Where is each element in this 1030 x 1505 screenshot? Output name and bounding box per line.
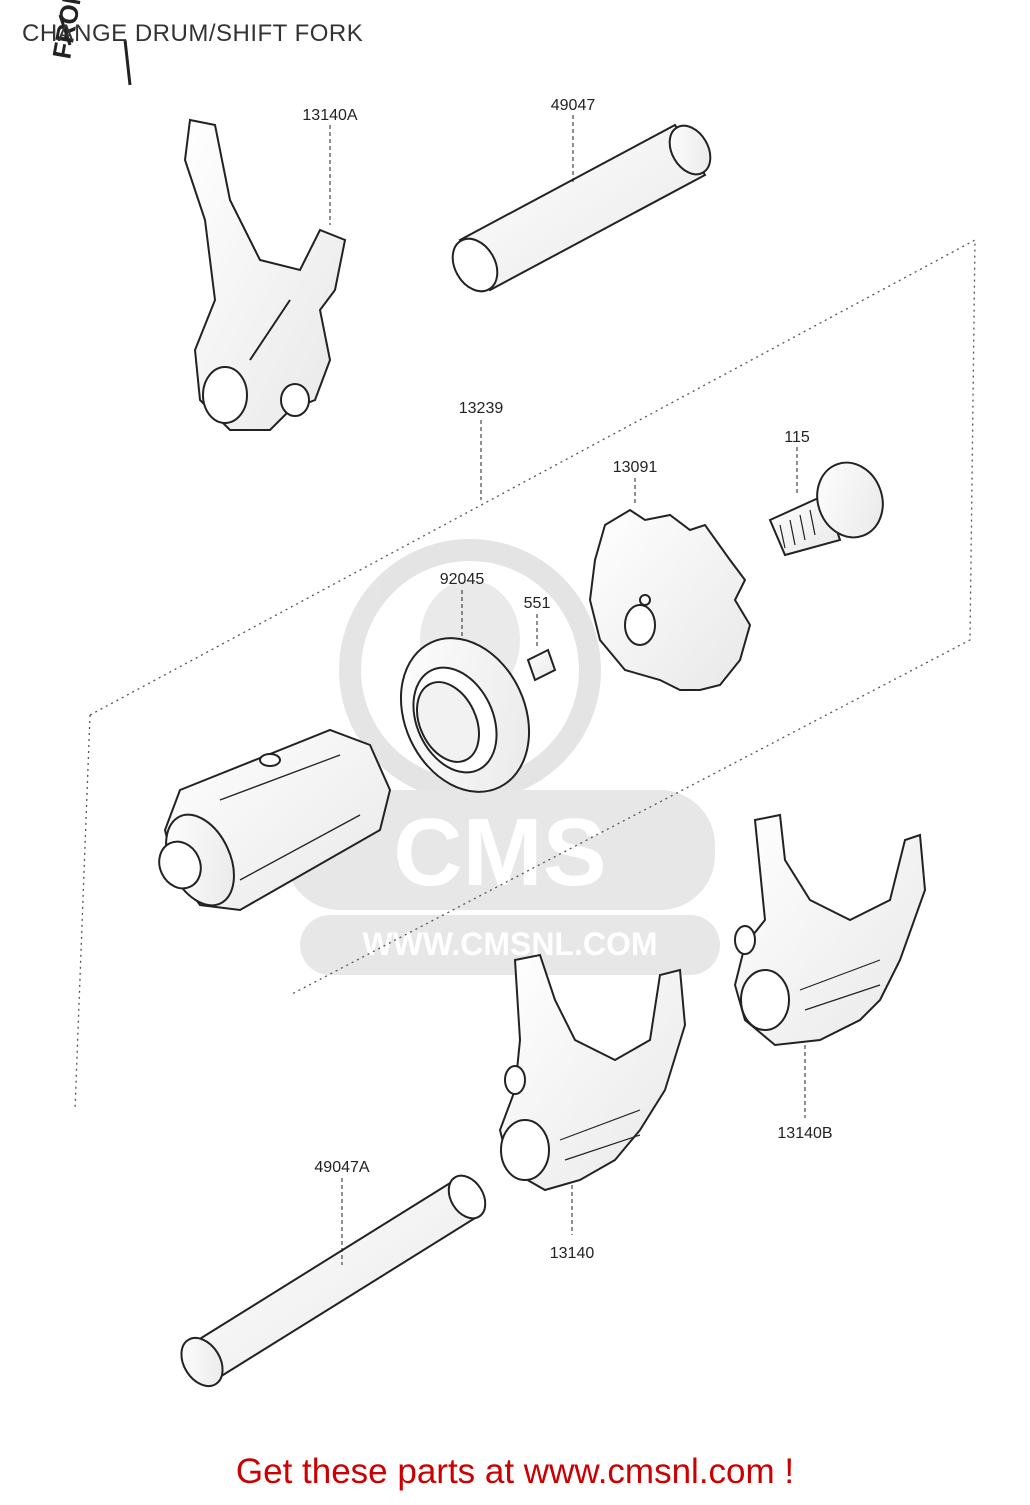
drum-gear-13091 <box>588 508 752 691</box>
label-13140: 13140 <box>550 1245 595 1262</box>
front-arrow <box>58 14 132 86</box>
watermark-badge <box>285 790 715 910</box>
bolt-115 <box>768 461 884 557</box>
watermark-url-badge <box>300 915 720 975</box>
label-551: 551 <box>524 595 551 612</box>
shift-fork-13140 <box>498 953 687 1192</box>
page-title: CHANGE DRUM/SHIFT FORK <box>22 20 364 47</box>
label-115: 115 <box>784 429 810 446</box>
shaft-49047 <box>451 123 712 293</box>
label-13140B: 13140B <box>777 1125 832 1142</box>
pin-551 <box>526 648 557 682</box>
change-drum <box>158 728 392 912</box>
label-49047: 49047 <box>551 97 596 114</box>
shaft-49047A <box>180 1174 487 1388</box>
watermark-cms-text: CMS <box>393 799 606 906</box>
label-92045: 92045 <box>440 571 485 588</box>
shift-fork-13140B <box>733 813 927 1047</box>
label-13140A: 13140A <box>302 107 357 124</box>
watermark-url-text: WWW.CMSNL.COM <box>362 926 657 962</box>
label-13091: 13091 <box>613 459 658 476</box>
label-13239: 13239 <box>459 400 504 417</box>
assembly-frame-left <box>74 714 91 1111</box>
label-49047A: 49047A <box>314 1159 369 1176</box>
watermark: CMS WWW.CMSNL.COM <box>285 539 720 975</box>
bearing-92045 <box>399 637 531 793</box>
footer-link[interactable]: Get these parts at www.cmsnl.com ! <box>235 1452 795 1491</box>
shift-fork-13140A <box>183 118 347 431</box>
